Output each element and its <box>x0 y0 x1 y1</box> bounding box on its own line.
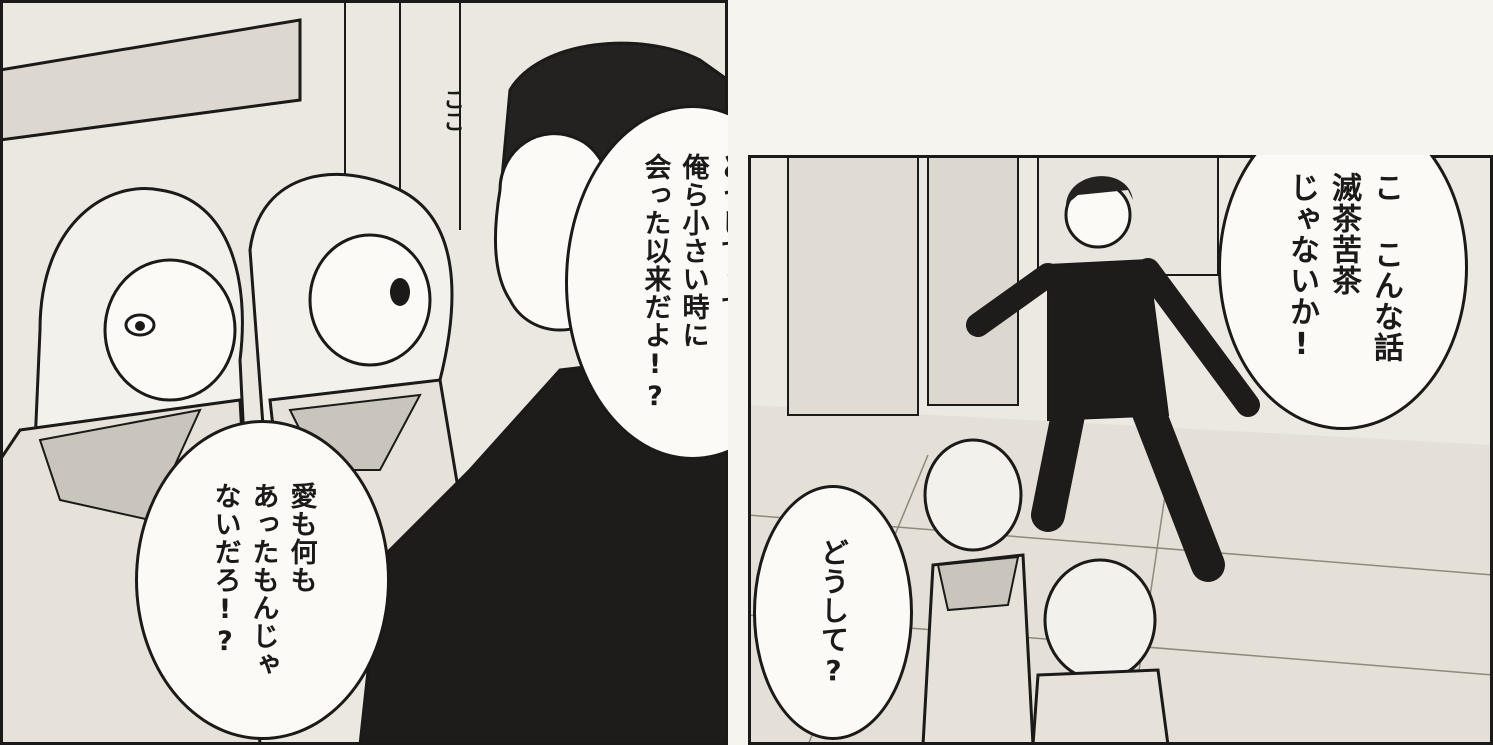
locker-left <box>787 155 919 416</box>
window-frame <box>0 18 302 142</box>
speech-text-left-top: どうしてって 俺ら小さい時に 会った以来だよ!? <box>639 152 729 413</box>
left-panel: ここ どうしてって 俺ら小さい時に 会った以来だよ!? 愛も何も あったもんじゃ… <box>0 0 728 745</box>
speech-text-right-bottom: どうして? <box>817 537 850 688</box>
girl-left-face <box>103 258 237 402</box>
sfx-text: ここ <box>439 88 464 132</box>
right-panel: こ こんな話 滅茶苦茶 じゃないか! どうして? <box>748 155 1493 745</box>
speech-text-right-top: こ こんな話 滅茶苦茶 じゃないか! <box>1284 172 1403 363</box>
speech-text-left-bottom: 愛も何も あったもんじゃ ないだろ!? <box>209 482 317 678</box>
speech-bubble-right-top: こ こんな話 滅茶苦茶 じゃないか! <box>1218 155 1468 430</box>
girl-back-2-body <box>1031 668 1170 745</box>
girl-back-2-head <box>1043 558 1157 682</box>
speech-bubble-right-bottom: どうして? <box>753 485 913 740</box>
girl-middle-face <box>308 233 432 367</box>
boy-uniform <box>358 348 728 745</box>
speech-bubble-left-bottom: 愛も何も あったもんじゃ ないだろ!? <box>135 420 390 740</box>
pillar <box>927 155 1019 406</box>
girl-back-1-head <box>923 438 1023 552</box>
